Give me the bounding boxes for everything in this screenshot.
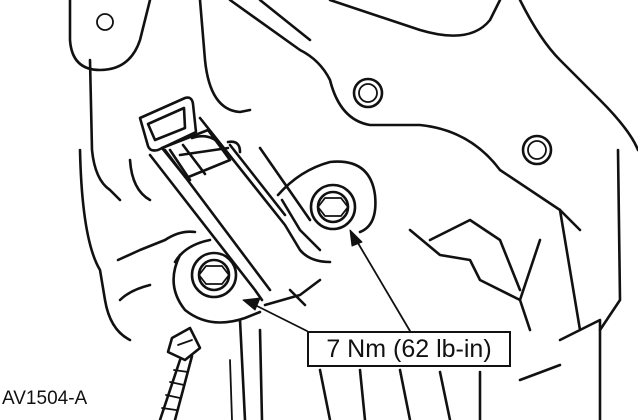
- upper-bolt: [309, 183, 357, 231]
- lower-bolt-boss: [172, 238, 262, 324]
- torque-callout-box: 7 Nm (62 lb-in): [307, 331, 511, 367]
- sensor-connector: [138, 96, 232, 182]
- callout-leaders: [242, 229, 411, 332]
- sensor-body: [148, 116, 332, 307]
- lower-bolt: [190, 251, 238, 299]
- torque-label: 7 Nm (62 lb-in): [326, 334, 492, 363]
- upper-bolt-boss: [276, 160, 377, 234]
- hose-fitting: [158, 326, 202, 420]
- figure-id-label: AV1504-A: [2, 388, 88, 409]
- engine-block-outline: [68, 0, 638, 420]
